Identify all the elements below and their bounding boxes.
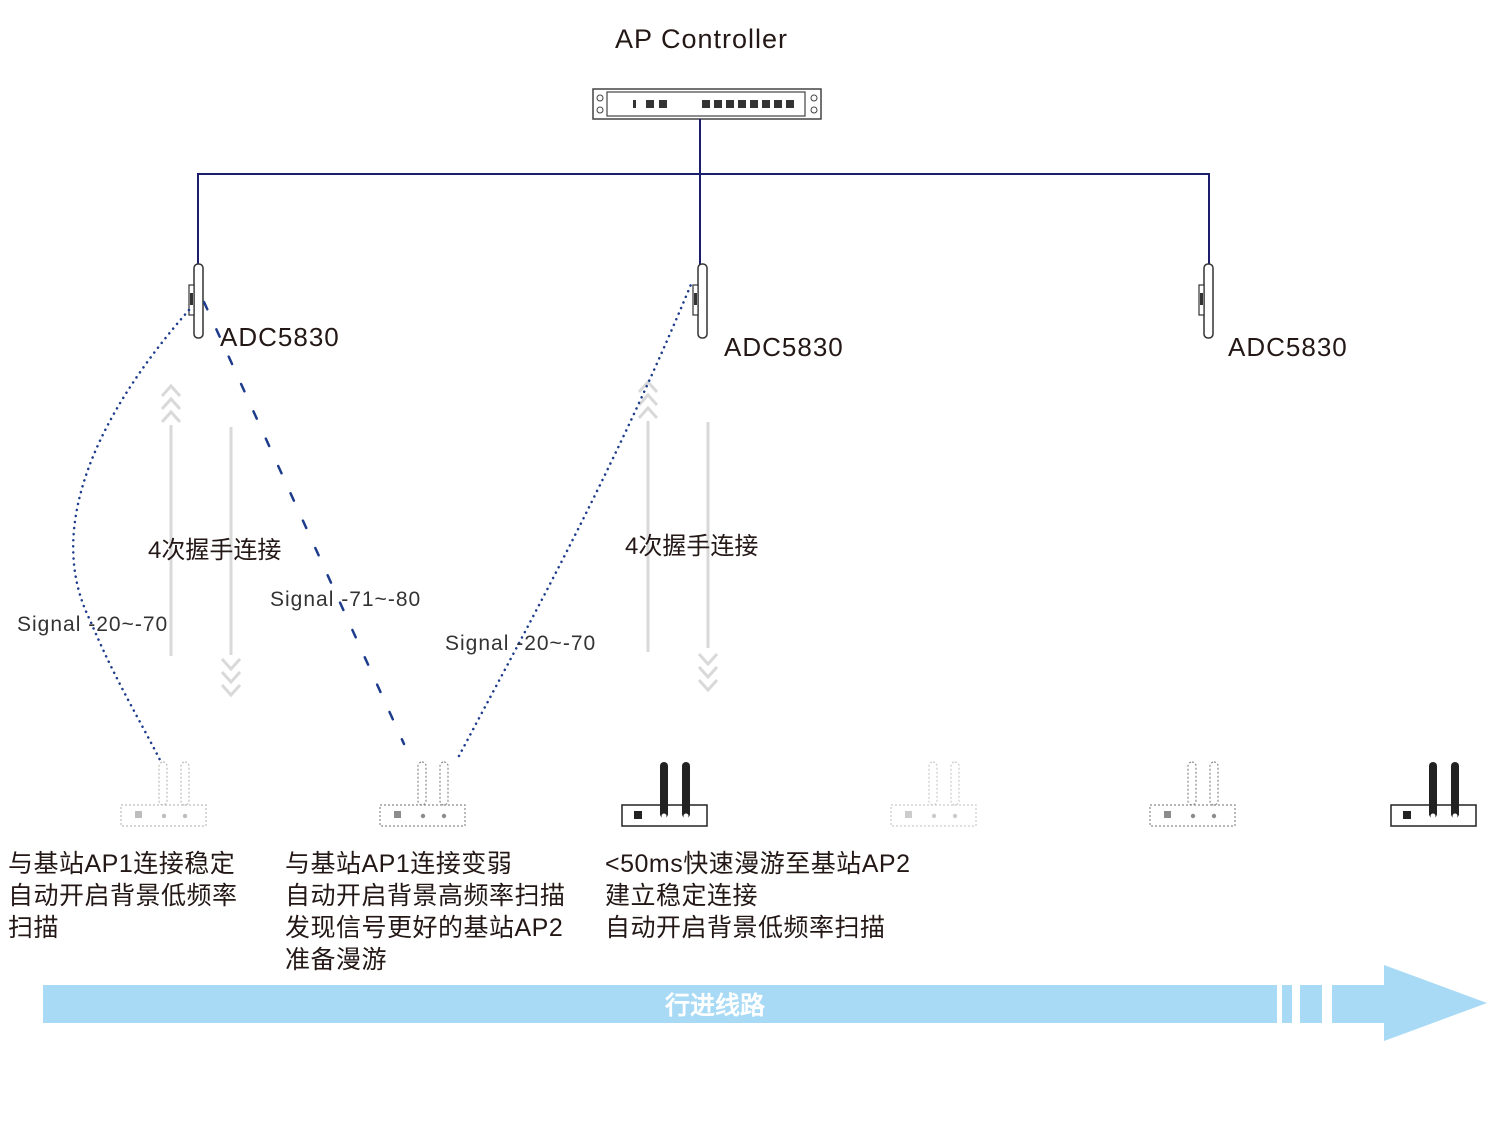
link-client1-ap1 xyxy=(72,308,191,766)
access-point-3-label: ADC5830 xyxy=(1228,332,1348,362)
route-label: 行进线路 xyxy=(664,991,765,1020)
access-point-2-label: ADC5830 xyxy=(724,332,844,362)
screw-icon xyxy=(596,106,604,114)
client-device-2 xyxy=(379,761,466,827)
port-row xyxy=(702,100,794,108)
handshake-arrows-1 xyxy=(160,383,242,698)
screw-icon xyxy=(810,94,818,102)
description-stage-1: 与基站AP1连接稳定 自动开启背景低频率 扫描 xyxy=(8,850,238,942)
client-device-4 xyxy=(890,761,977,827)
client-device-5 xyxy=(1149,761,1236,827)
route-arrow xyxy=(43,965,1487,1041)
link-client2-ap2 xyxy=(457,280,694,758)
signal-label-2: Signal -71~-80 xyxy=(270,588,422,611)
signal-label-3: Signal -20~-70 xyxy=(445,632,597,655)
handshake-label-2: 4次握手连接 xyxy=(625,533,759,560)
signal-label-1: Signal -20~-70 xyxy=(17,613,169,636)
client-device-6-active xyxy=(1390,762,1477,827)
access-point-1-device xyxy=(188,263,204,339)
description-stage-2: 与基站AP1连接变弱 自动开启背景高频率扫描 发现信号更好的基站AP2 准备漫游 xyxy=(285,850,566,974)
access-point-2-device xyxy=(692,263,708,339)
screw-icon xyxy=(810,106,818,114)
client-device-3-active xyxy=(621,762,708,827)
client-device-1 xyxy=(120,761,207,827)
screw-icon xyxy=(596,94,604,102)
handshake-arrows-2 xyxy=(637,379,719,693)
link-client2-ap1 xyxy=(202,300,406,746)
wireless-links xyxy=(72,280,694,766)
handshake-label-1: 4次握手连接 xyxy=(148,537,282,564)
ap-controller-device xyxy=(592,88,822,120)
description-stage-3: <50ms快速漫游至基站AP2 建立稳定连接 自动开启背景低频率扫描 xyxy=(605,850,911,942)
access-point-3-device xyxy=(1198,263,1214,339)
ap-controller-label: AP Controller xyxy=(614,24,789,54)
network-wiring xyxy=(197,119,1210,266)
access-point-1-label: ADC5830 xyxy=(220,322,340,352)
